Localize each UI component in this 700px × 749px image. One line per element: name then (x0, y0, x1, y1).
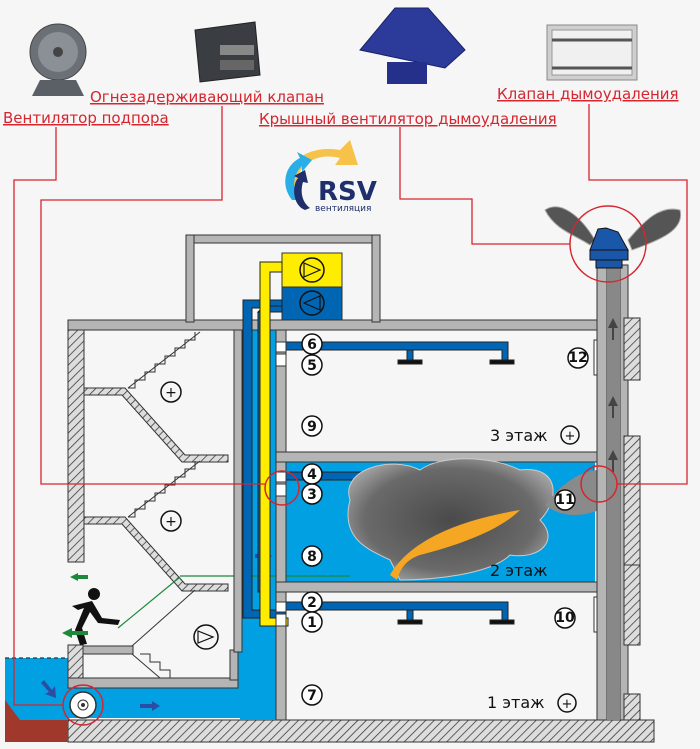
marker-4: 4 (301, 463, 323, 485)
svg-text:8: 8 (307, 549, 317, 565)
pressurized-basement (68, 620, 282, 718)
svg-text:+: + (565, 429, 576, 444)
svg-text:+: + (562, 697, 573, 712)
pressure-plus-icon (160, 381, 182, 403)
svg-text:11: 11 (555, 492, 574, 508)
yellow-duct (259, 261, 289, 627)
stair-wall (67, 329, 85, 563)
marker-11: 11 (554, 489, 576, 511)
staircase (83, 331, 229, 592)
smoke-damper-label[interactable]: Клапан дымоудаления (497, 85, 679, 103)
marker-9: 9 (301, 415, 323, 437)
marker-8: 8 (301, 545, 323, 567)
floor-label-1: 1 этаж (487, 693, 545, 712)
logo-brand: RSV (318, 177, 377, 207)
svg-text:10: 10 (555, 610, 575, 626)
ground-slab (67, 719, 655, 743)
marker-10: 10 (554, 607, 576, 629)
svg-text:4: 4 (307, 467, 317, 483)
roof-fan-image (359, 7, 466, 84)
marker-2: 2 (301, 591, 323, 613)
svg-text:+: + (165, 514, 177, 530)
supply-fan-label[interactable]: Вентилятор подпора (3, 109, 169, 127)
floor-slab (275, 451, 599, 463)
roof-fan-icon (544, 206, 682, 269)
floor-slab (67, 319, 609, 331)
svg-text:1: 1 (307, 615, 317, 631)
number-markers: 6 5 9 4 3 8 2 1 7 10 11 12 (301, 333, 589, 706)
marker-1: 1 (301, 611, 323, 633)
svg-text:+: + (165, 385, 177, 401)
axial-fan-image (29, 23, 87, 96)
marker-6: 6 (301, 333, 323, 355)
marker-12: 12 (567, 347, 589, 369)
floor-label-2: 2 этаж (490, 561, 548, 580)
smoke-damper-image (546, 24, 638, 81)
svg-text:7: 7 (307, 688, 317, 704)
rsv-logo: RSV вентиляция (285, 140, 377, 214)
fire-damper-image (194, 21, 261, 83)
pressure-plus-icon (160, 510, 182, 532)
logo-subtitle: вентиляция (315, 204, 371, 214)
fire-damper-highlight (264, 470, 300, 506)
marker-3: 3 (301, 483, 323, 505)
floor-slab (275, 581, 599, 593)
fire-damper-label[interactable]: Огнезадерживающий клапан (90, 88, 324, 106)
svg-text:9: 9 (307, 419, 317, 435)
svg-text:5: 5 (307, 358, 317, 374)
smoke-exhaust-shaft (607, 265, 620, 720)
floor-label-3: 3 этаж (490, 426, 548, 445)
svg-text:6: 6 (307, 337, 317, 353)
marker-7: 7 (301, 684, 323, 706)
exit-person-icon (72, 588, 120, 645)
svg-text:12: 12 (568, 350, 587, 366)
exit-arrow-icon (62, 573, 88, 638)
leader-lines (13, 104, 688, 706)
fan-symbol-icon (193, 624, 219, 650)
svg-text:3: 3 (307, 487, 317, 503)
roof-fan-label[interactable]: Крышный вентилятор дымоудаления (259, 110, 557, 128)
svg-text:2: 2 (307, 595, 317, 611)
marker-5: 5 (301, 354, 323, 376)
smoke-flow-arrow-icon (608, 318, 618, 472)
